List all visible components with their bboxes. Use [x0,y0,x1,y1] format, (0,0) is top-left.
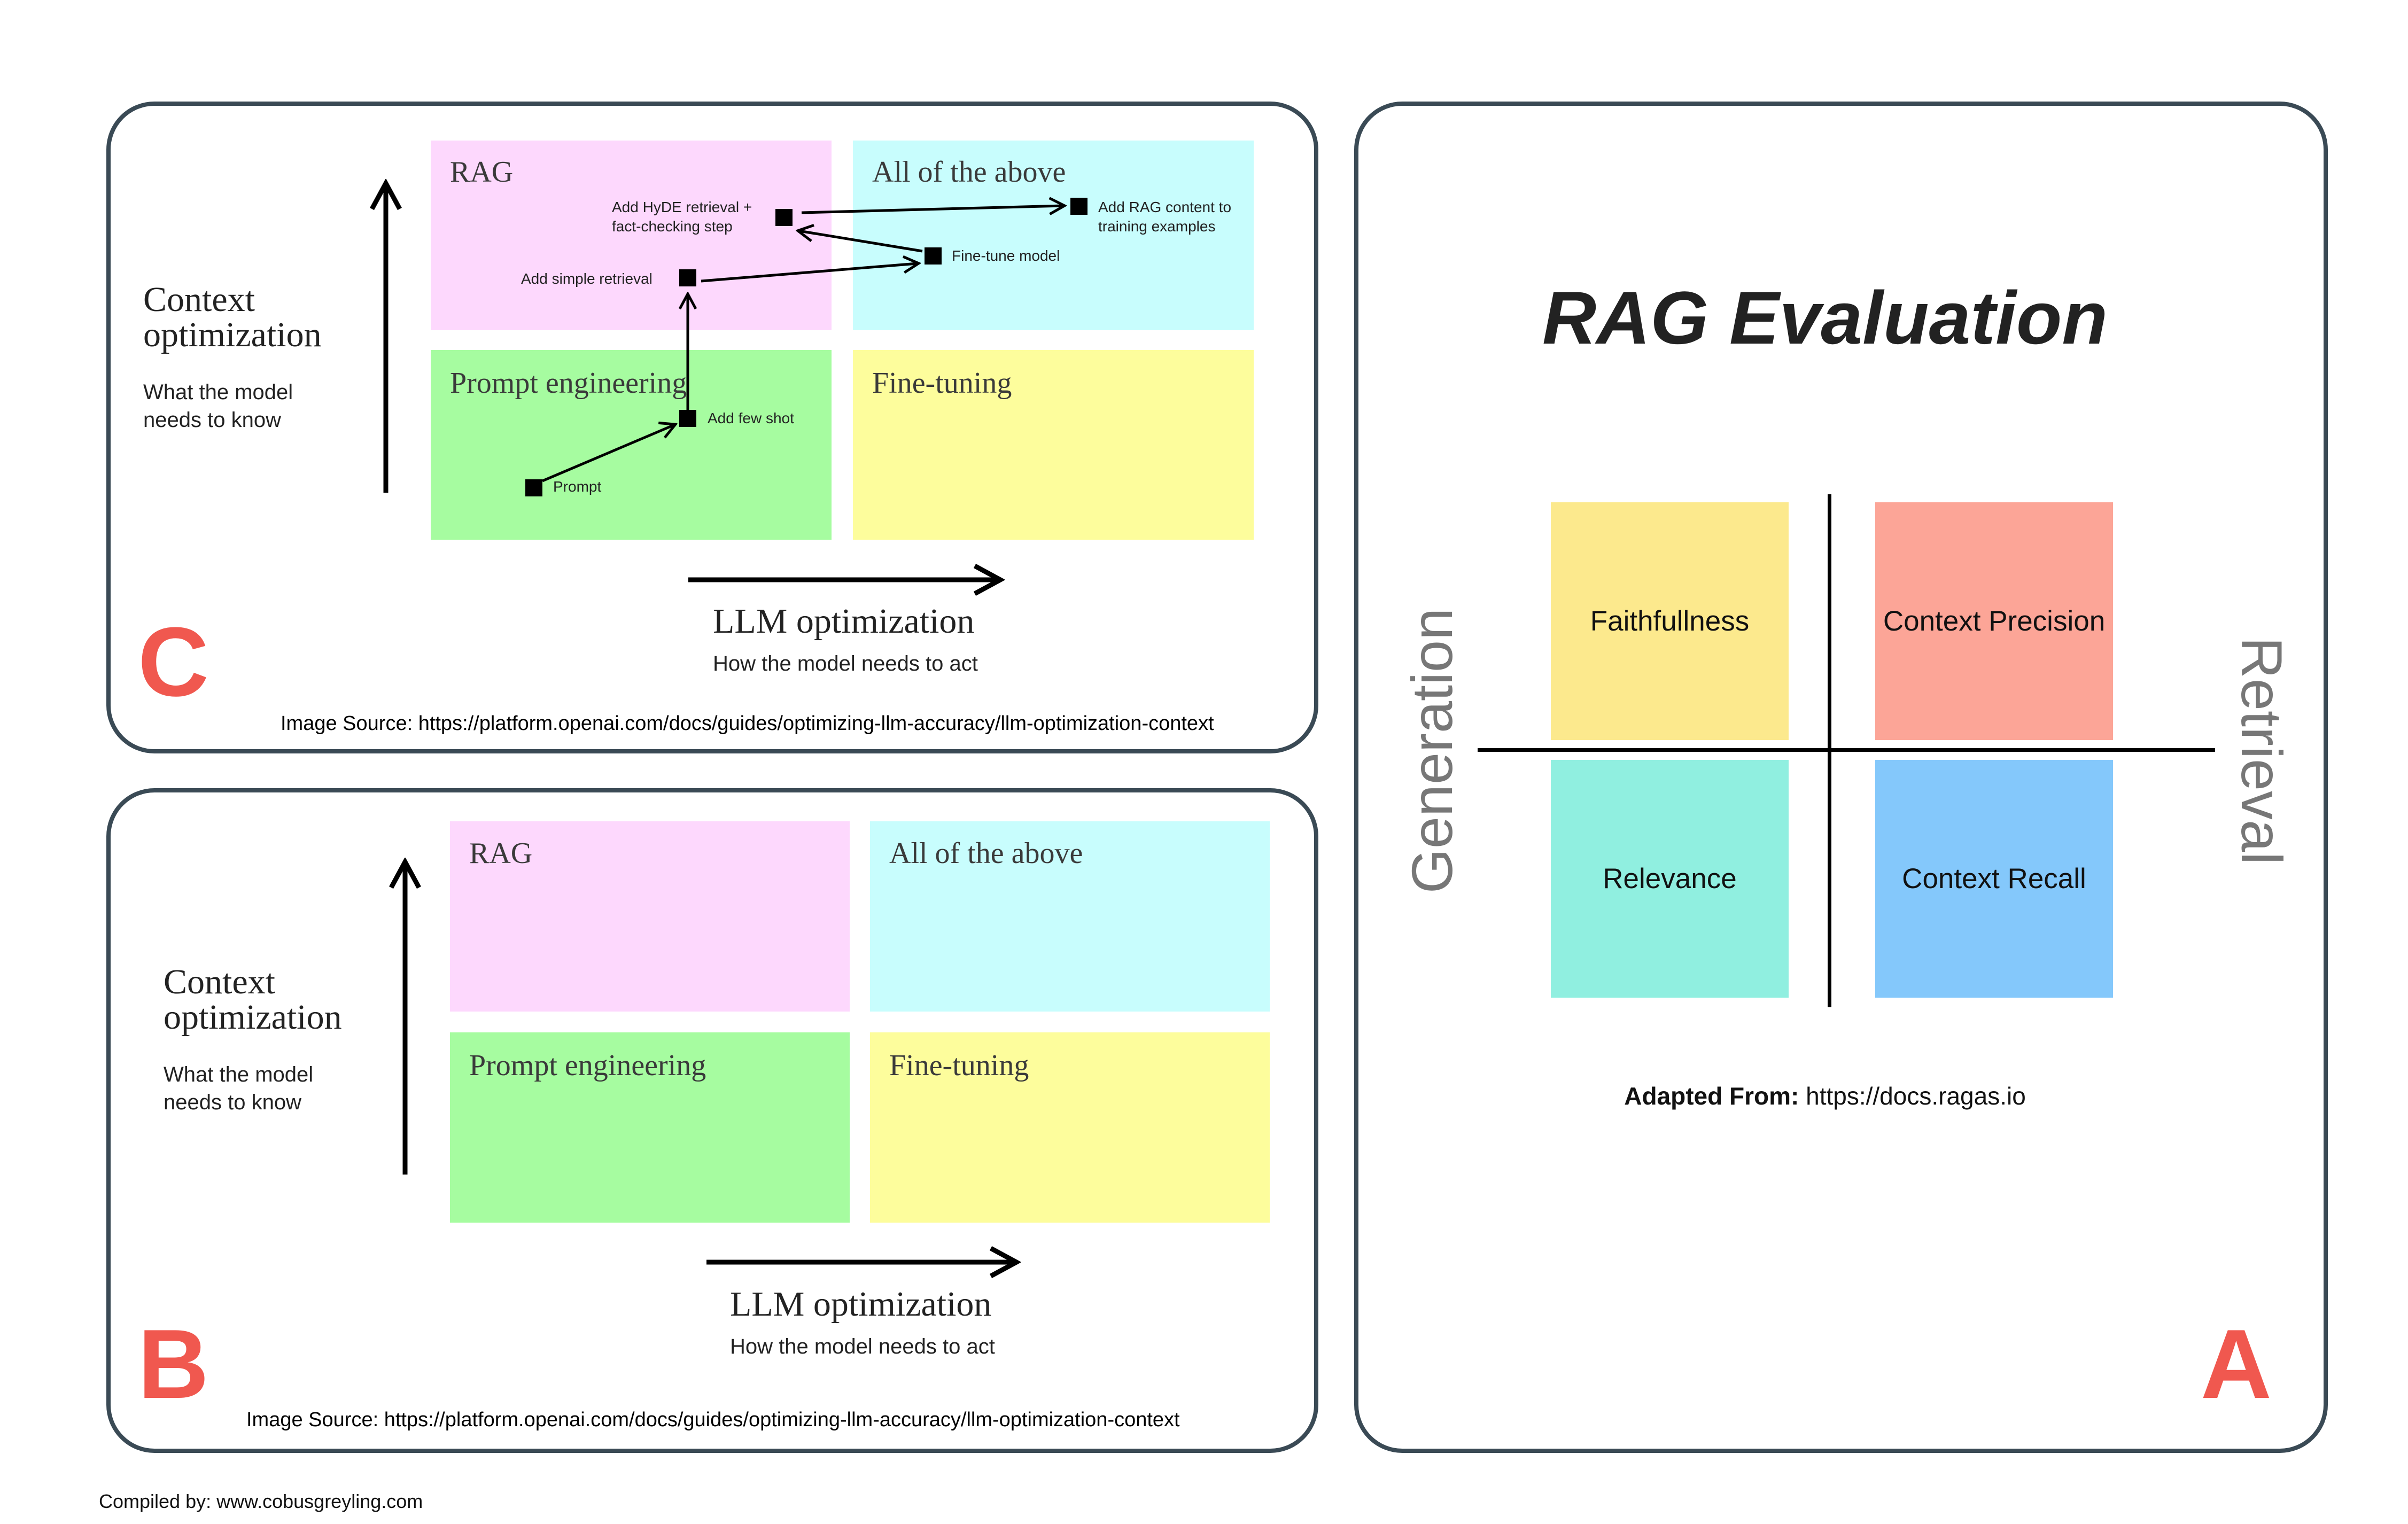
context-optimization-title: Context optimization [164,962,342,1037]
rag-quadrant-title: RAG [450,155,514,189]
hyde-point-marker [775,209,793,226]
prompt-engineering-quadrant-title: Prompt engineering [450,367,687,400]
context-precision-label: Context Precision [1883,605,2106,637]
llm-optimization-subtitle: How the model needs to act [713,652,978,675]
panel-c-image-source[interactable]: Image Source: https://platform.openai.co… [281,712,1214,735]
llm-optimization-subtitle: How the model needs to act [730,1335,995,1358]
rag-quadrant-title: RAG [469,837,533,870]
relevance-label: Relevance [1603,863,1737,895]
prompt-to-few-shot-arrow [542,425,674,483]
simple-retrieval-point-marker [679,269,696,286]
all-of-the-above-quadrant [853,141,1254,330]
all-of-the-above-quadrant [870,821,1270,1012]
retrieval-axis-label: Retrieval [2230,636,2294,865]
fine-tuning-quadrant-title: Fine-tuning [872,367,1012,400]
relevance-box: Relevance [1551,760,1789,998]
all-of-the-above-quadrant-title: All of the above [872,155,1066,189]
panel-a [1354,102,2328,1453]
quadrant-horizontal-divider [1478,748,2215,752]
fine-tune-point-label: Fine-tune model [952,247,1060,264]
panel-b-image-source[interactable]: Image Source: https://platform.openai.co… [246,1409,1180,1431]
adapted-from-url[interactable]: https://docs.ragas.io [1806,1082,2026,1110]
prompt-engineering-quadrant-title: Prompt engineering [469,1049,706,1082]
llm-optimization-title: LLM optimization [730,1285,992,1324]
prompt-engineering-quadrant [431,350,832,540]
adapted-from-label: Adapted From: [1624,1082,1799,1110]
context-recall-box: Context Recall [1875,760,2113,998]
faithfulness-label: Faithfullness [1590,605,1750,637]
faithfulness-box: Faithfullness [1551,502,1789,740]
llm-optimization-title: LLM optimization [713,602,975,641]
all-of-the-above-quadrant-title: All of the above [889,837,1083,870]
rag-quadrant [450,821,850,1012]
rag-quadrant [431,141,832,330]
fine-tuning-quadrant [853,350,1254,540]
context-optimization-subtitle: What the model needs to know [164,1063,314,1114]
rag-evaluation-title: RAG Evaluation [1542,276,2108,360]
hyde-to-rag-content-arrow [801,206,1063,213]
context-optimization-subtitle: What the model needs to know [143,380,293,432]
adapted-from-line: Adapted From: https://docs.ragas.io [1486,1081,2164,1111]
simple-retrieval-to-fine-tune-arrow [701,263,918,283]
fine-tune-point-marker [925,247,942,265]
context-precision-box: Context Precision [1875,502,2113,740]
few-shot-point-marker [679,410,696,427]
panel-a-letter: A [2201,1309,2272,1419]
generation-axis-label: Generation [1400,608,1464,894]
fine-tune-to-hyde-arrow [799,231,923,253]
few-shot-point-label: Add few shot [708,410,794,426]
fine-tuning-quadrant-title: Fine-tuning [889,1049,1029,1082]
prompt-point-marker [525,479,542,496]
hyde-point-label: Add HyDE retrieval + fact-checking step [612,199,752,235]
prompt-point-label: Prompt [553,478,602,495]
compiled-by-footer[interactable]: Compiled by: www.cobusgreyling.com [99,1490,423,1512]
panel-b-letter: B [138,1309,209,1419]
prompt-engineering-quadrant [450,1032,850,1223]
context-optimization-title: Context optimization [143,280,322,354]
fine-tuning-quadrant [870,1032,1270,1223]
simple-retrieval-point-label: Add simple retrieval [521,270,653,287]
context-recall-label: Context Recall [1902,863,2086,895]
rag-content-point-marker [1070,198,1088,215]
panel-c-letter: C [138,607,209,717]
rag-content-point-label: Add RAG content to training examples [1098,199,1232,235]
